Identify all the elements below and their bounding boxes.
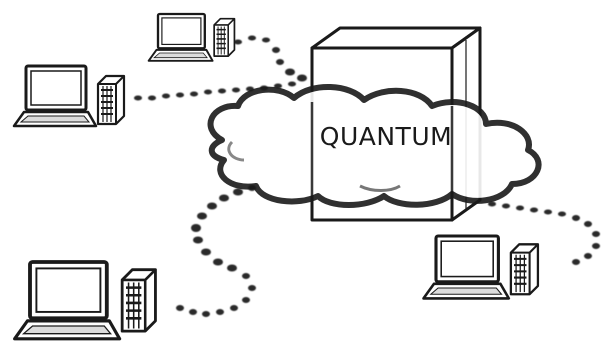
- connection-bottom-left: [176, 185, 256, 317]
- tower-icon: [120, 268, 157, 333]
- laptop-icon: [12, 260, 122, 341]
- quantum-cloud: QUANTUM: [207, 84, 542, 208]
- connection-bottom-right: [488, 201, 600, 265]
- laptop-top: [147, 12, 236, 62]
- connection-top: [234, 35, 307, 82]
- connection-upper-left: [134, 81, 296, 101]
- laptop-upper-left: [12, 64, 126, 128]
- laptop-icon: [147, 12, 214, 62]
- tower-icon: [96, 74, 126, 126]
- tower-icon: [509, 243, 540, 296]
- tower-icon: [213, 17, 236, 57]
- laptop-bottom-left: [12, 260, 157, 341]
- laptop-icon: [421, 234, 511, 300]
- laptop-bottom-right: [421, 234, 540, 300]
- cloud-label: QUANTUM: [320, 122, 452, 151]
- laptop-icon: [12, 64, 98, 128]
